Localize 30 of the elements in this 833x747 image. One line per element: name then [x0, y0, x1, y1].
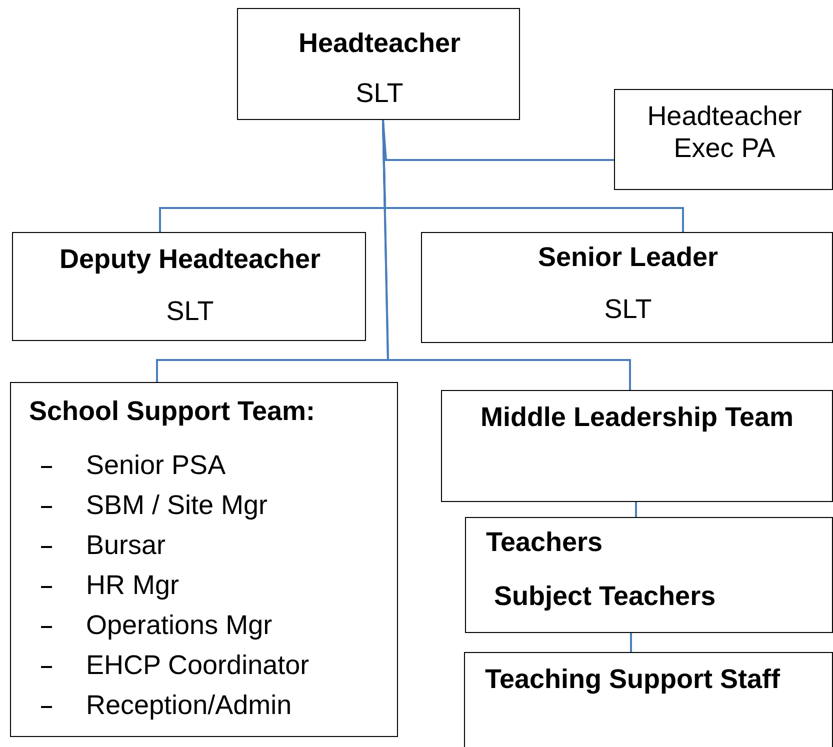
subtitle-text: Headteacher Exec PA — [646, 100, 803, 165]
heading-text: Headteacher — [297, 27, 462, 60]
list-item: Reception/Admin — [86, 689, 292, 722]
role-box — [614, 89, 833, 190]
connector-line — [635, 502, 637, 517]
team-box — [464, 652, 833, 747]
heading-text: School Support Team: — [29, 395, 316, 428]
heading-text: Teaching Support Staff — [485, 663, 781, 696]
subtitle-text: SLT — [354, 77, 404, 110]
connector-line — [382, 120, 631, 390]
list-item: SBM / Site Mgr — [86, 489, 268, 522]
heading-text: Subject Teachers — [494, 580, 717, 612]
subtitle-text: SLT — [165, 295, 215, 328]
heading-text: Teachers — [486, 526, 604, 558]
list-item: Operations Mgr — [86, 609, 272, 642]
heading-text: Middle Leadership Team — [479, 401, 795, 434]
team-box — [441, 390, 833, 502]
list-item: Senior PSA — [86, 449, 226, 482]
team-box — [10, 382, 398, 737]
team-box — [465, 517, 833, 633]
heading-text: Senior Leader — [536, 241, 720, 274]
heading-text: Deputy Headteacher — [58, 243, 322, 276]
list-item: EHCP Coordinator — [86, 649, 310, 682]
connector-line — [630, 633, 632, 652]
role-box — [12, 232, 366, 341]
subtitle-text: SLT — [603, 293, 653, 326]
list-item: HR Mgr — [86, 569, 179, 602]
role-box — [421, 232, 833, 343]
role-box — [237, 8, 520, 120]
list-item: Bursar — [86, 529, 166, 562]
